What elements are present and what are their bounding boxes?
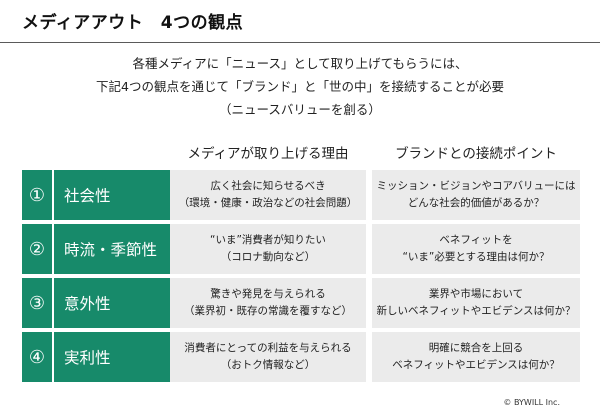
reason-cell: 消費者にとっての利益を与えられる （おトク情報など）	[170, 332, 366, 382]
reason-cell: 驚きや発見を与えられる （業界初・既存の常識を覆すなど）	[170, 278, 366, 328]
reason-cell: “いま”消費者が知りたい （コロナ動向など）	[170, 224, 366, 274]
point-cell: ミッション・ビジョンやコアバリューには どんな社会的価値があるか？	[372, 170, 580, 220]
title-divider	[0, 42, 600, 43]
reason-cell: 広く社会に知らせるべき （環境・健康・政治などの社会問題）	[170, 170, 366, 220]
page-title: メディアアウト 4つの観点	[22, 13, 244, 33]
reason-line: （おトク情報など）	[220, 359, 316, 371]
row-name: 実利性	[54, 332, 184, 382]
column-header-point: ブランドとの接続ポイント	[395, 146, 557, 162]
point-cell: ベネフィットを “いま”必要とする理由は何か？	[372, 224, 580, 274]
row-number: ④	[22, 332, 52, 382]
row-name: 意外性	[54, 278, 184, 328]
row-number: ③	[22, 278, 52, 328]
table-row: ② 時流・季節性 “いま”消費者が知りたい （コロナ動向など） ベネフィットを …	[22, 224, 580, 274]
intro-text: 各種メディアに「ニュース」として取り上げてもらうには、 下記4つの観点を通じて「…	[0, 52, 600, 121]
point-line: 業界や市場において	[428, 288, 524, 300]
table-row: ④ 実利性 消費者にとっての利益を与えられる （おトク情報など） 明確に競合を上…	[22, 332, 580, 382]
point-cell: 業界や市場において 新しいベネフィットやエビデンスは何か？	[372, 278, 580, 328]
intro-line: 下記4つの観点を通じて「ブランド」と「世の中」を接続することが必要	[96, 79, 504, 94]
reason-line: （環境・健康・政治などの社会問題）	[178, 197, 358, 209]
row-number: ②	[22, 224, 52, 274]
row-name: 社会性	[54, 170, 184, 220]
table-row: ③ 意外性 驚きや発見を与えられる （業界初・既存の常識を覆すなど） 業界や市場…	[22, 278, 580, 328]
copyright: © BYWILL Inc.	[503, 398, 560, 407]
point-line: “いま”必要とする理由は何か？	[402, 251, 550, 263]
intro-line: 各種メディアに「ニュース」として取り上げてもらうには、	[132, 56, 468, 71]
reason-line: 広く社会に知らせるべき	[210, 180, 326, 192]
point-line: 新しいベネフィットやエビデンスは何か？	[376, 305, 576, 317]
row-number: ①	[22, 170, 52, 220]
point-line: ミッション・ビジョンやコアバリューには	[376, 180, 576, 192]
reason-line: （業界初・既存の常識を覆すなど）	[184, 305, 352, 317]
point-line: ベネフィットを	[439, 234, 513, 246]
point-line: 明確に競合を上回る	[428, 342, 524, 354]
point-cell: 明確に競合を上回る ベネフィットやエビデンスは何か？	[372, 332, 580, 382]
column-header-reason: メディアが取り上げる理由	[187, 146, 349, 162]
table-row: ① 社会性 広く社会に知らせるべき （環境・健康・政治などの社会問題） ミッショ…	[22, 170, 580, 220]
point-line: ベネフィットやエビデンスは何か？	[392, 359, 560, 371]
reason-line: 消費者にとっての利益を与えられる	[184, 342, 352, 354]
row-name: 時流・季節性	[54, 224, 184, 274]
point-line: どんな社会的価値があるか？	[407, 197, 545, 209]
intro-line: （ニュースバリューを創る）	[219, 102, 381, 117]
reason-line: （コロナ動向など）	[220, 251, 316, 263]
reason-line: “いま”消費者が知りたい	[210, 234, 326, 246]
reason-line: 驚きや発見を与えられる	[210, 288, 326, 300]
